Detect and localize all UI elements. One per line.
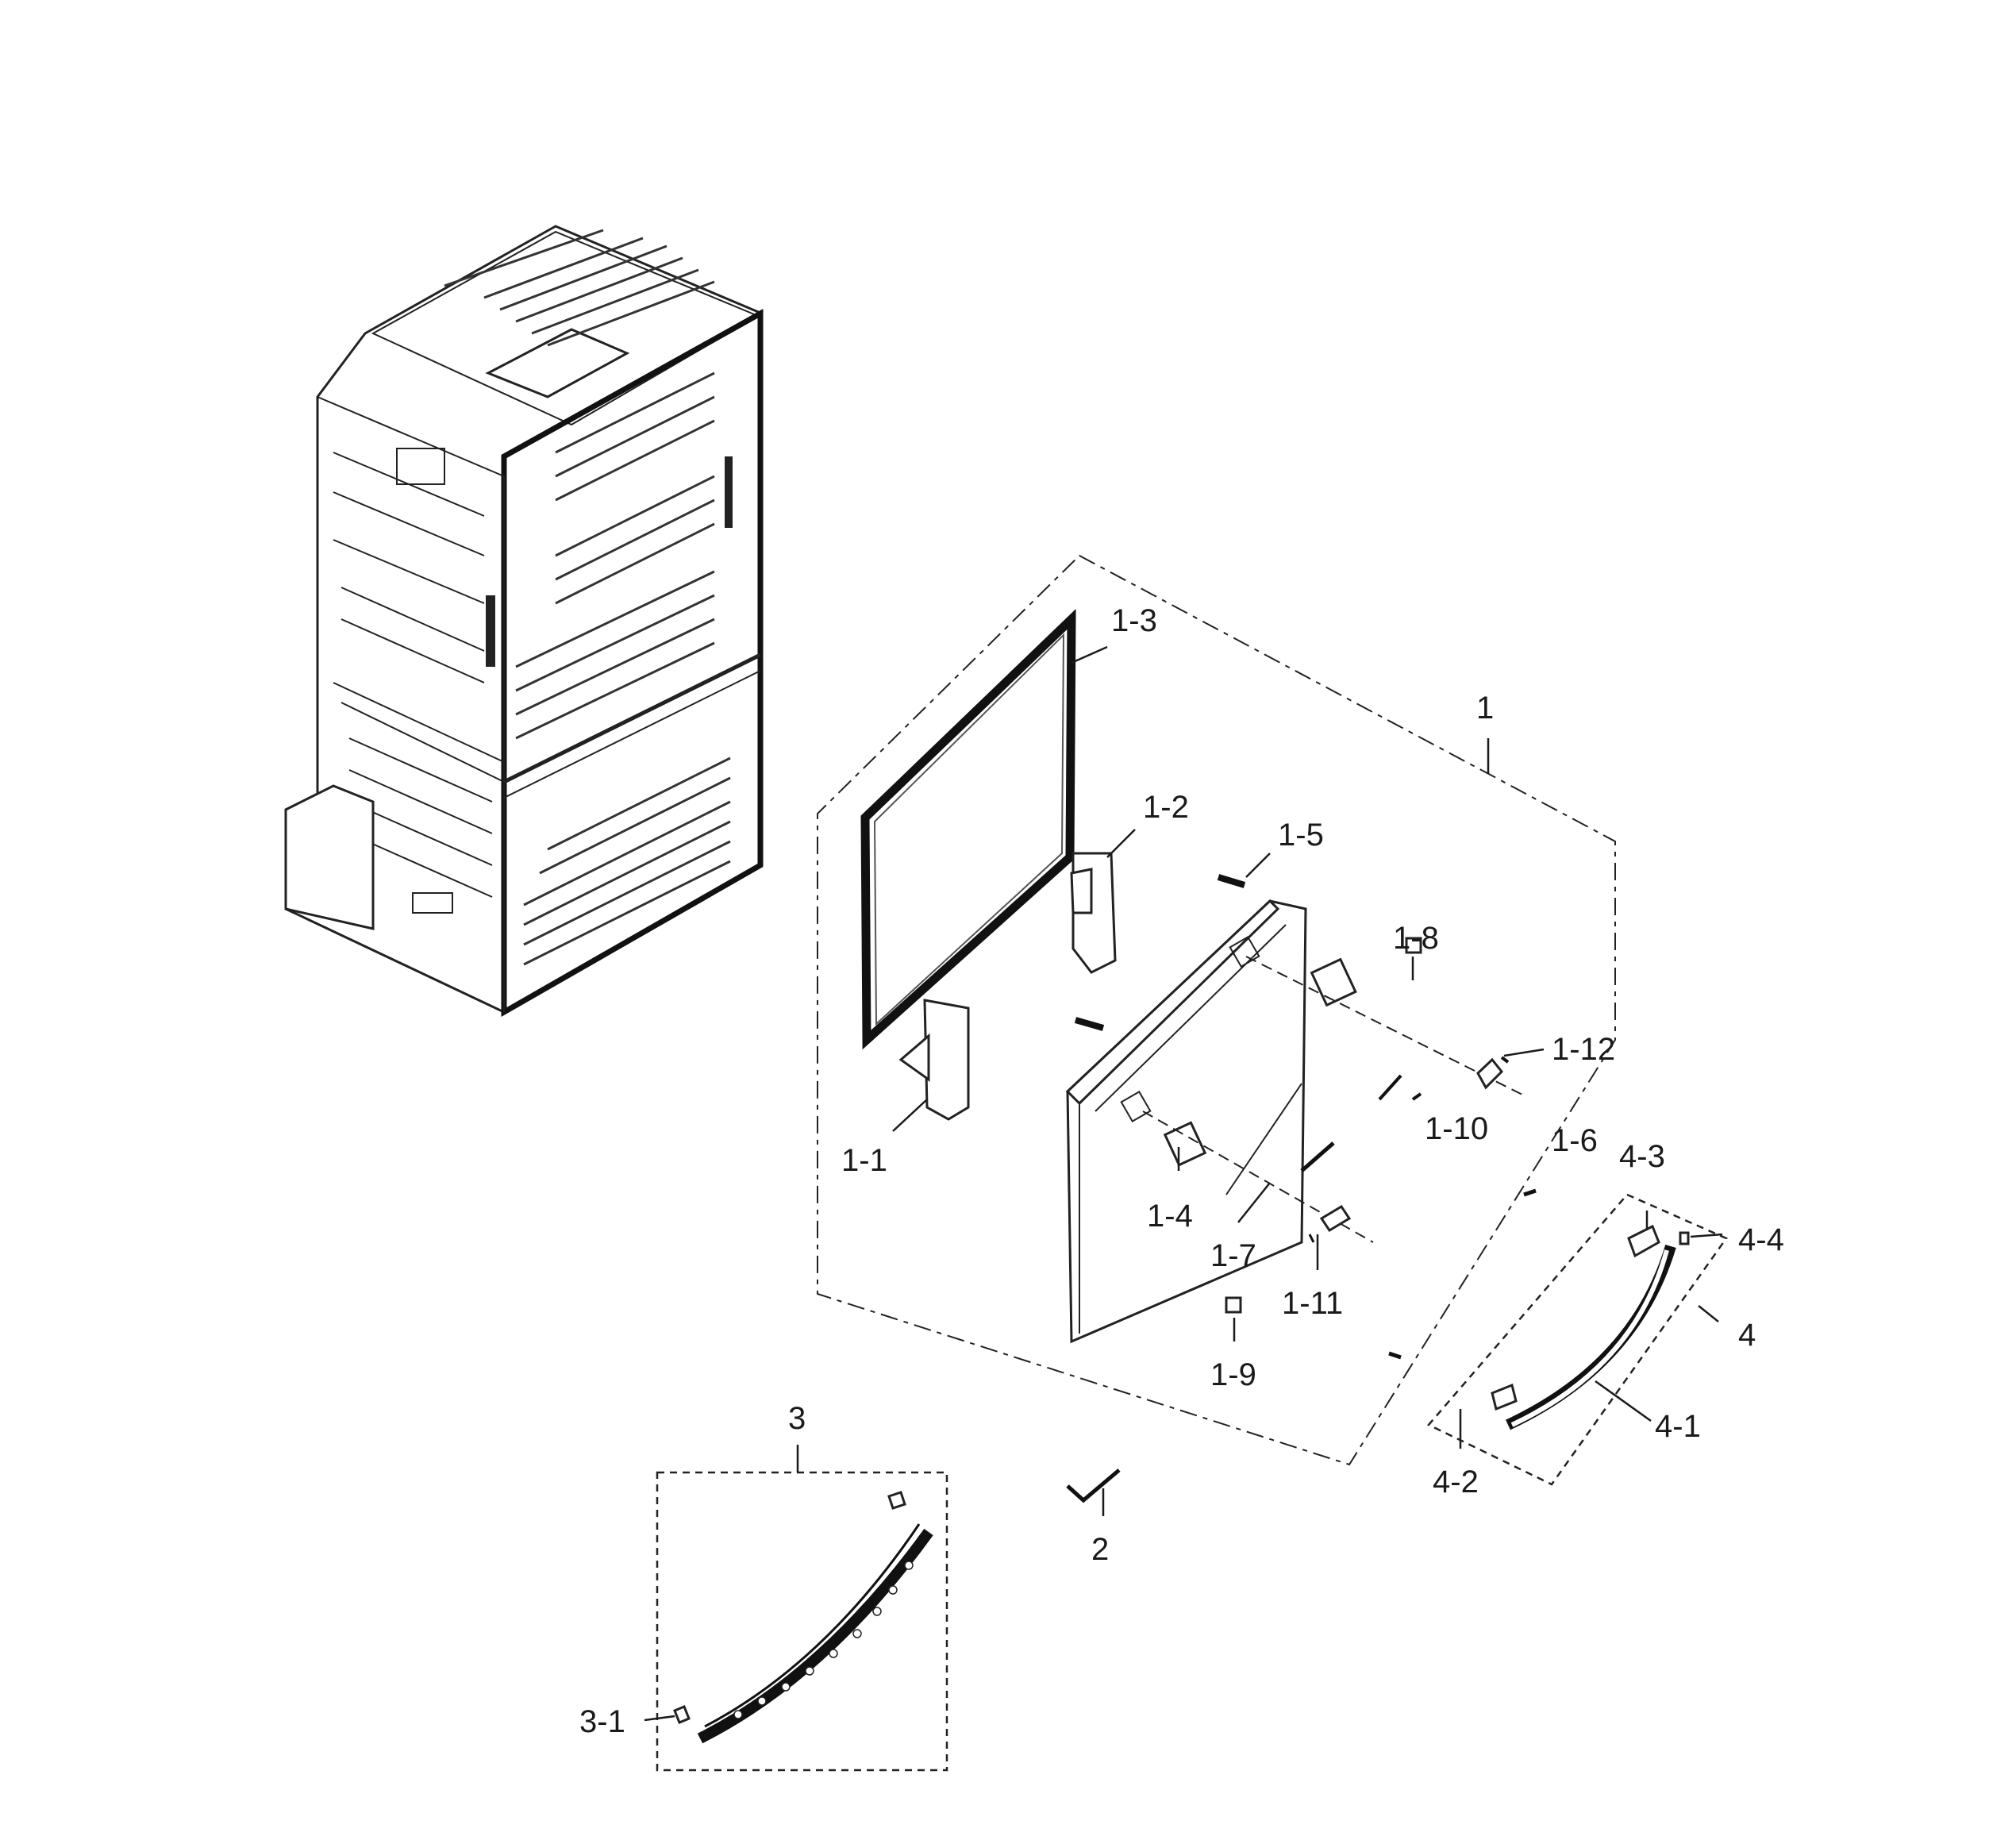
label-4-2: 4-2: [1433, 1465, 1479, 1499]
label-1-1: 1-1: [841, 1143, 887, 1178]
label-1-6: 1-6: [1552, 1123, 1598, 1158]
label-3-1: 3-1: [579, 1704, 625, 1739]
label-3: 3: [788, 1401, 806, 1436]
handle-assembly-4: [1426, 1193, 1728, 1486]
label-4: 4: [1738, 1318, 1756, 1353]
label-1-4: 1-4: [1147, 1199, 1193, 1234]
label-1-7: 1-7: [1210, 1238, 1256, 1273]
callout-labels: 1 1-3 1-2 1-5 1-8 1-12 1-10 1-6 1-1 1-4 …: [579, 603, 1784, 1739]
leader-lines: [644, 645, 1723, 1722]
label-1-5: 1-5: [1278, 818, 1324, 853]
label-1-11: 1-11: [1282, 1286, 1343, 1321]
label-1-12: 1-12: [1552, 1032, 1615, 1067]
label-1-8: 1-8: [1393, 921, 1439, 956]
label-1: 1: [1476, 691, 1494, 726]
label-4-3: 4-3: [1619, 1139, 1665, 1174]
label-1-3: 1-3: [1111, 603, 1157, 638]
refrigerator-cabinet: [284, 225, 764, 1018]
label-4-1: 4-1: [1655, 1409, 1701, 1444]
trim-assembly-3: [656, 1471, 948, 1772]
door-assembly-1: [817, 554, 1616, 1466]
label-2: 2: [1091, 1532, 1109, 1567]
label-1-2: 1-2: [1143, 790, 1189, 825]
label-1-10: 1-10: [1425, 1111, 1488, 1146]
part-2-clip: [1066, 1469, 1121, 1503]
label-4-4: 4-4: [1738, 1222, 1784, 1257]
label-1-9: 1-9: [1210, 1357, 1256, 1392]
